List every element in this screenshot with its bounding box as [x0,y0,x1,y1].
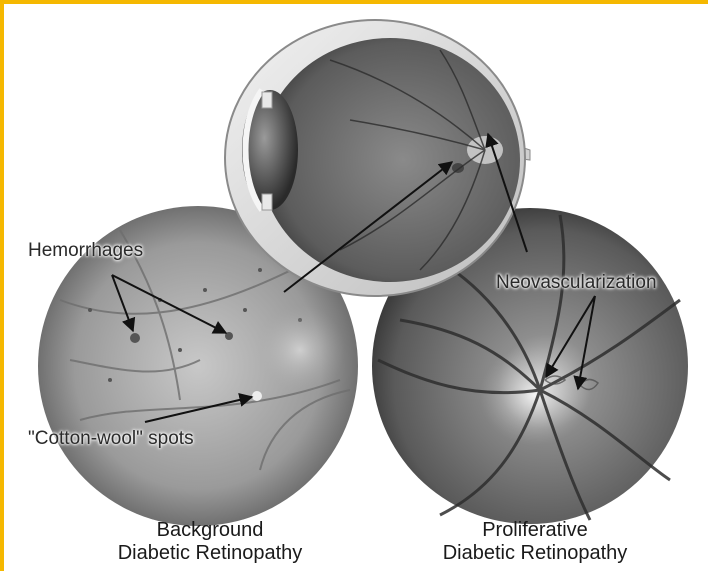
cotton-wool-spot [252,391,262,401]
hemorrhage-spot [225,332,233,340]
caption-line: Proliferative [380,519,690,542]
caption-line: Diabetic Retinopathy [60,542,360,565]
cotton-wool-spots-label: "Cotton-wool" spots [28,428,194,450]
neovascularization-label: Neovascularization [496,272,657,294]
caption-line: Background [60,519,360,542]
caption-line: Diabetic Retinopathy [380,542,690,565]
macula [452,163,464,173]
hemorrhages-label: Hemorrhages [28,240,143,262]
background-retinopathy-caption: Background Diabetic Retinopathy [60,519,360,565]
proliferative-retinopathy-caption: Proliferative Diabetic Retinopathy [380,519,690,565]
hemorrhage-spot [130,333,140,343]
